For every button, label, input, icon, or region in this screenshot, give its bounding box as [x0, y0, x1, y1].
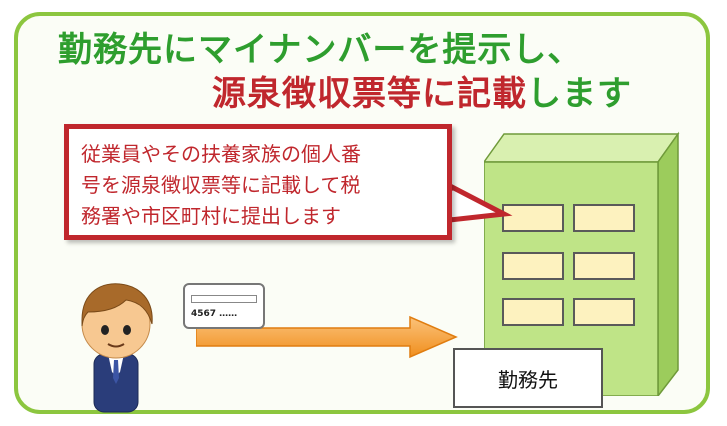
office-label-box: 勤務先	[453, 348, 603, 408]
building-side	[657, 131, 679, 396]
person-tie	[113, 360, 119, 384]
office-label: 勤務先	[498, 367, 558, 392]
my-number-card: 4567 ……	[183, 283, 265, 329]
callout-pointer	[446, 181, 513, 223]
window-6	[573, 298, 635, 326]
callout-line-2: 号を源泉徴収票等に記載して税	[81, 173, 361, 197]
window-5	[502, 298, 564, 326]
explanation-callout: 従業員やその扶養家族の個人番 号を源泉徴収票等に記載して税 務署や市区町村に提出…	[64, 124, 452, 240]
window-3	[502, 252, 564, 280]
person-hair	[81, 283, 153, 327]
title-line-1: 勤務先にマイナンバーを提示し、	[58, 30, 583, 70]
card-strip	[191, 295, 257, 303]
card-number: 4567 ……	[191, 309, 238, 319]
callout-line-3: 務署や市区町村に提出します	[81, 204, 341, 228]
person-icon	[81, 283, 153, 413]
building-roof	[484, 133, 680, 163]
callout-text: 従業員やその扶養家族の個人番 号を源泉徴収票等に記載して税 務署や市区町村に提出…	[81, 139, 447, 232]
window-1	[502, 204, 564, 232]
title-line-2-suffix: します	[527, 74, 632, 114]
callout-line-1: 従業員やその扶養家族の個人番	[81, 142, 361, 166]
title-line-2-highlight: 源泉徴収票等に記載	[212, 74, 527, 114]
person-eye-left	[101, 325, 109, 335]
title-line-2: 源泉徴収票等に記載します	[212, 66, 632, 115]
submit-arrow	[196, 315, 458, 359]
person-eye-right	[123, 325, 131, 335]
window-4	[573, 252, 635, 280]
person-mouth	[107, 343, 125, 348]
window-2	[573, 204, 635, 232]
